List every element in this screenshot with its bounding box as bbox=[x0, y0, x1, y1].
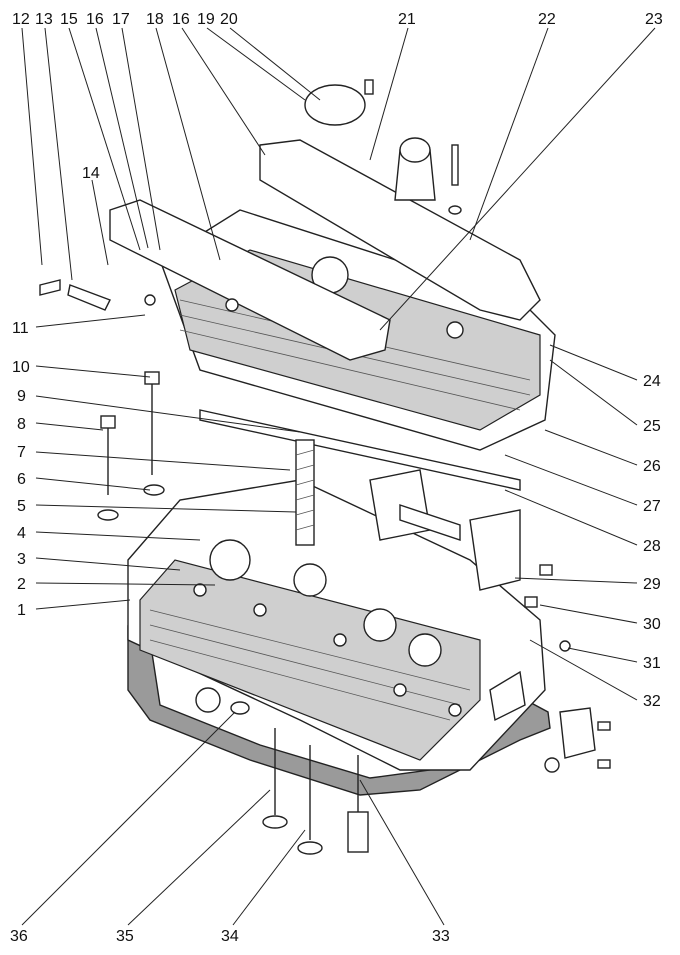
callout-30: 30 bbox=[643, 616, 661, 633]
callout-2: 2 bbox=[17, 576, 26, 593]
rocker-shaft-assembly bbox=[199, 409, 521, 591]
callout-16: 16 bbox=[86, 11, 104, 28]
callout-31: 31 bbox=[643, 655, 661, 672]
callouts-bottom: 36 35 34 33 bbox=[10, 928, 450, 945]
callouts-left: 14 11 10 9 8 7 6 5 4 3 2 1 bbox=[12, 165, 100, 619]
callout-13: 13 bbox=[35, 11, 53, 28]
callout-5: 5 bbox=[17, 498, 26, 515]
callout-22: 22 bbox=[538, 11, 556, 28]
callout-29: 29 bbox=[643, 576, 661, 593]
callout-27: 27 bbox=[643, 498, 661, 515]
callout-10: 10 bbox=[12, 359, 30, 376]
callout-6: 6 bbox=[17, 471, 26, 488]
callout-35: 35 bbox=[116, 928, 134, 945]
callout-19: 19 bbox=[197, 11, 215, 28]
callout-21: 21 bbox=[398, 11, 416, 28]
callout-7: 7 bbox=[17, 444, 26, 461]
callout-33: 33 bbox=[432, 928, 450, 945]
callouts-top: 12 13 15 16 17 18 16 19 20 21 22 23 bbox=[12, 11, 663, 28]
callouts-right: 24 25 26 27 28 29 30 31 32 bbox=[643, 373, 661, 710]
callout-15: 15 bbox=[60, 11, 78, 28]
head-bolts bbox=[97, 371, 165, 521]
callout-24: 24 bbox=[643, 373, 661, 390]
callout-1: 1 bbox=[17, 602, 26, 619]
callout-28: 28 bbox=[643, 538, 661, 555]
callout-36: 36 bbox=[10, 928, 28, 945]
callout-25: 25 bbox=[643, 418, 661, 435]
callout-23: 23 bbox=[645, 11, 663, 28]
callout-3: 3 bbox=[17, 551, 26, 568]
callout-26: 26 bbox=[643, 458, 661, 475]
callout-11: 11 bbox=[12, 320, 29, 337]
callout-34: 34 bbox=[221, 928, 239, 945]
leader-lines bbox=[21, 27, 656, 926]
callout-8: 8 bbox=[17, 416, 26, 433]
callout-14: 14 bbox=[82, 165, 100, 182]
callout-32: 32 bbox=[643, 693, 661, 710]
callout-20: 20 bbox=[220, 11, 238, 28]
callout-16b: 16 bbox=[172, 11, 190, 28]
valves bbox=[195, 687, 369, 855]
cylinder-head bbox=[127, 479, 546, 771]
small-hardware bbox=[39, 79, 611, 773]
callout-4: 4 bbox=[17, 525, 26, 542]
callout-18: 18 bbox=[146, 11, 164, 28]
callout-17: 17 bbox=[112, 11, 130, 28]
manifold-pipe bbox=[109, 84, 541, 361]
callout-9: 9 bbox=[17, 388, 26, 405]
callout-12: 12 bbox=[12, 11, 30, 28]
